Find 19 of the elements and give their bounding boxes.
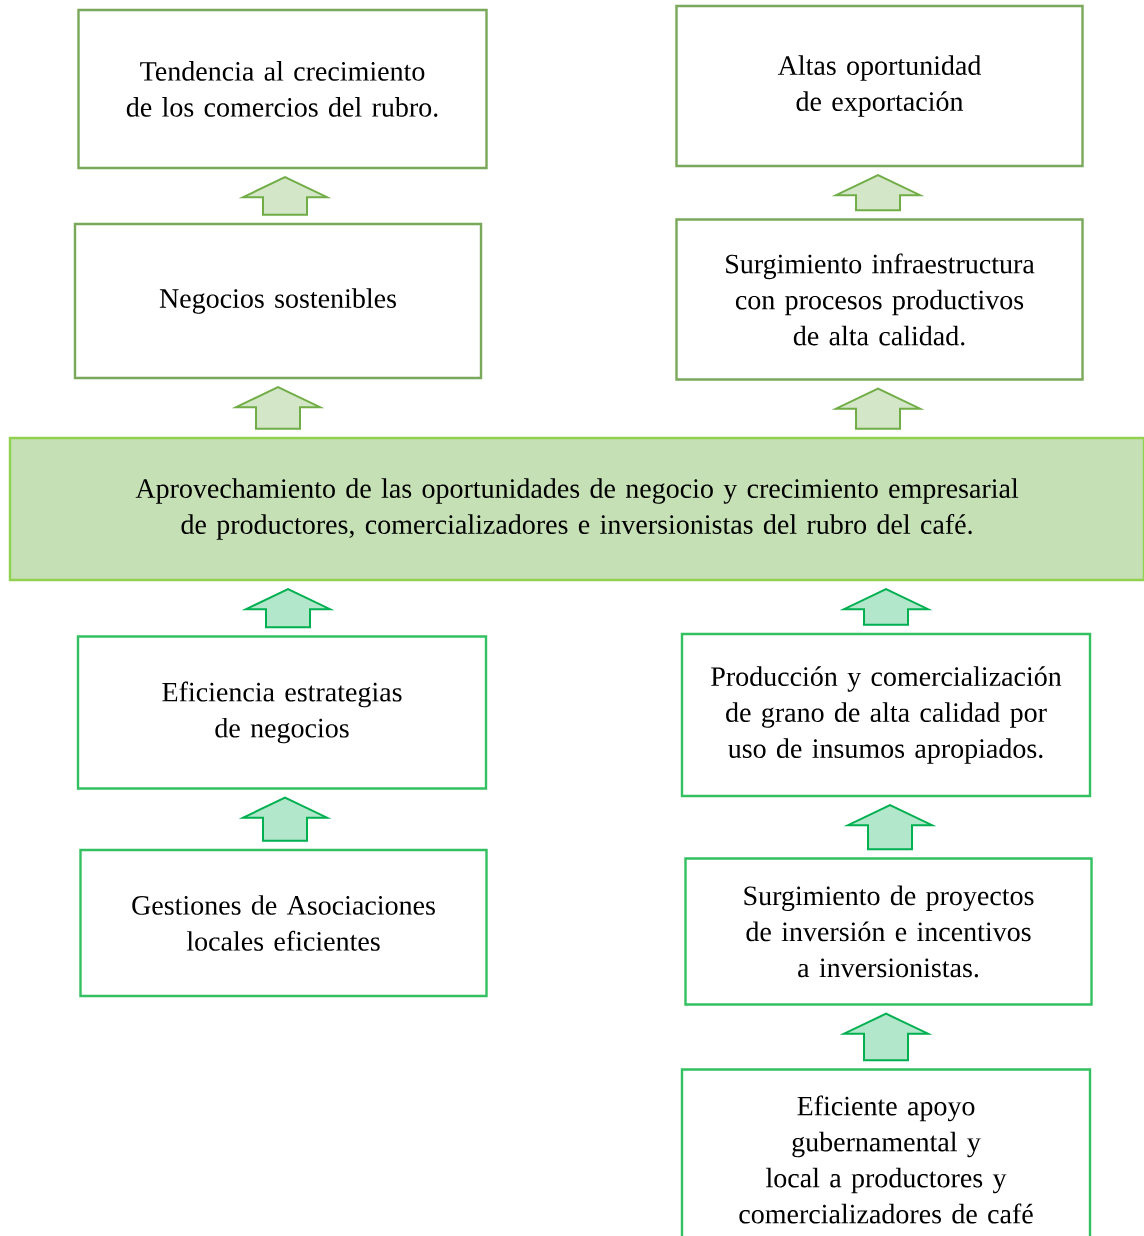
block-arrow: [231, 386, 325, 430]
block-arrow: [831, 387, 925, 430]
block-arrow: [238, 176, 332, 216]
text-box: Altas oportunidad de exportación: [675, 4, 1084, 168]
block-arrow: [238, 796, 332, 842]
text-box: Surgimiento infraestructura con procesos productivos de alta calidad.: [675, 218, 1084, 381]
block-arrow: [839, 1012, 933, 1062]
text-box: Surgimiento de proyectos de inversión e incentivos a inversionistas.: [684, 857, 1093, 1006]
text-box: Eficiente apoyo gubernamental y local a productores y comercializadores de café: [680, 1068, 1092, 1236]
text-box: Producción y comercialización de grano de alta calidad por uso de insumos apropiados.: [680, 632, 1092, 798]
block-arrow: [241, 588, 335, 629]
text-box: Eficiencia estrategias de negocios: [76, 635, 488, 790]
text-box: Tendencia al crecimiento de los comercios del rubro.: [77, 8, 488, 170]
block-arrow: [831, 174, 925, 212]
block-arrow: [843, 804, 937, 851]
text-box: Gestiones de Asociaciones locales eficientes: [79, 848, 488, 998]
banner-box: Aprovechamiento de las oportunidades de negocio y crecimiento empresarial de productores, comercializadores e inversionistas del rubro del café.: [8, 436, 1144, 582]
text-box: Negocios sostenibles: [73, 222, 483, 380]
block-arrow: [839, 588, 933, 626]
